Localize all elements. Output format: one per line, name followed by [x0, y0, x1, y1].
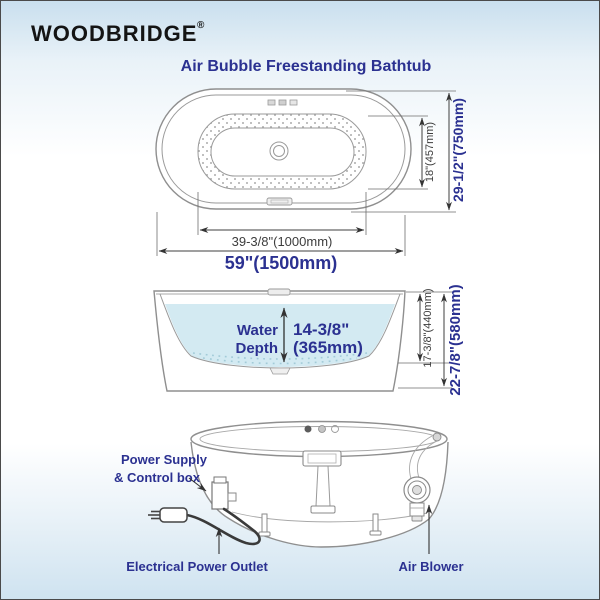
drain-icon-inner [273, 145, 285, 157]
drain-flange [310, 505, 336, 514]
side-view: Water Depth 14-3/8" (365mm) 17-3/8"(440m… [153, 284, 464, 396]
blower-outlet-pipe [409, 502, 425, 517]
dim-height-outer: 22-7/8"(580mm) [447, 284, 464, 395]
dim-length-outer: 59"(1500mm) [225, 253, 338, 273]
air-blower-assembly [403, 432, 442, 522]
air-bubble-dots [202, 357, 358, 365]
side-view-dimensions: 17-3/8"(440mm) 22-7/8"(580mm) [398, 284, 464, 396]
water-depth-value-mm: (365mm) [293, 338, 363, 357]
control-buttons-top [267, 99, 298, 106]
water-depth-word1: Water [237, 322, 278, 339]
control-buttons-bottom [304, 425, 339, 433]
control-box [211, 481, 229, 510]
overflow-plate [302, 450, 342, 467]
control-button-icon [278, 99, 287, 106]
drain-icon [269, 141, 289, 161]
blower-label: Air Blower [398, 559, 463, 574]
dim-height-inner: 17-3/8"(440mm) [422, 288, 434, 367]
overflow-slot [270, 199, 289, 204]
registered-mark: ® [197, 20, 205, 31]
bottom-view: Power Supply & Control box Electrical Po… [114, 420, 464, 574]
tub-leg [372, 513, 379, 533]
drain-fitting-side [269, 367, 291, 375]
control-button-icon [304, 425, 312, 433]
tub-foot [369, 530, 382, 536]
header: WOODBRIDGE ® Air Bubble Freestanding Bat… [31, 20, 432, 75]
top-view: 18"(457mm) 29-1/2"(750mm) 39-3/8"(1000mm… [155, 88, 466, 273]
power-supply-arrow [188, 477, 207, 492]
dim-width-inner: 18"(457mm) [424, 122, 436, 182]
dim-width-outer: 29-1/2"(750mm) [450, 98, 466, 202]
basin-floor [210, 127, 355, 177]
control-button-icon [267, 99, 276, 106]
dim-length-inner: 39-3/8"(1000mm) [232, 234, 333, 249]
blower-hub [412, 485, 422, 495]
pipe-cap [411, 515, 423, 522]
blower-hose [417, 440, 438, 479]
tub-leg [261, 513, 268, 534]
bowl-underside-line [231, 511, 428, 523]
power-plug-icon [148, 507, 188, 523]
air-bubble-dots [192, 352, 368, 360]
blower-ring [407, 480, 427, 500]
power-supply-box [211, 476, 237, 510]
blower-hose [409, 435, 433, 480]
overflow-drain-assembly [302, 450, 342, 514]
power-cable [185, 507, 261, 546]
callouts: Power Supply & Control box Electrical Po… [114, 452, 464, 574]
legs [258, 513, 382, 537]
power-supply-label-line1: Power Supply [121, 452, 208, 467]
control-button-icon [289, 99, 298, 106]
overflow-icon-side [267, 288, 291, 296]
top-view-dimensions: 18"(457mm) 29-1/2"(750mm) 39-3/8"(1000mm… [156, 90, 466, 273]
outlet-label: Electrical Power Outlet [126, 559, 268, 574]
hose-rim-connector [432, 432, 442, 442]
drain-pipe [327, 465, 331, 507]
power-button-icon [331, 425, 339, 433]
control-box-cap [213, 476, 227, 484]
water-fill [165, 304, 395, 367]
overflow-plate-inner [307, 453, 337, 464]
control-button-icon [318, 425, 326, 433]
brand-logo: WOODBRIDGE [31, 21, 197, 46]
water-depth-word2: Depth [236, 340, 279, 357]
water-depth-value-in: 14-3/8" [293, 320, 349, 339]
plug-body [159, 507, 188, 523]
page-title: Air Bubble Freestanding Bathtub [181, 58, 432, 75]
control-box-connector [227, 492, 237, 502]
tub-foot [258, 531, 271, 537]
drain-pipe [315, 465, 319, 507]
power-supply-label-line2: & Control box [114, 470, 201, 485]
